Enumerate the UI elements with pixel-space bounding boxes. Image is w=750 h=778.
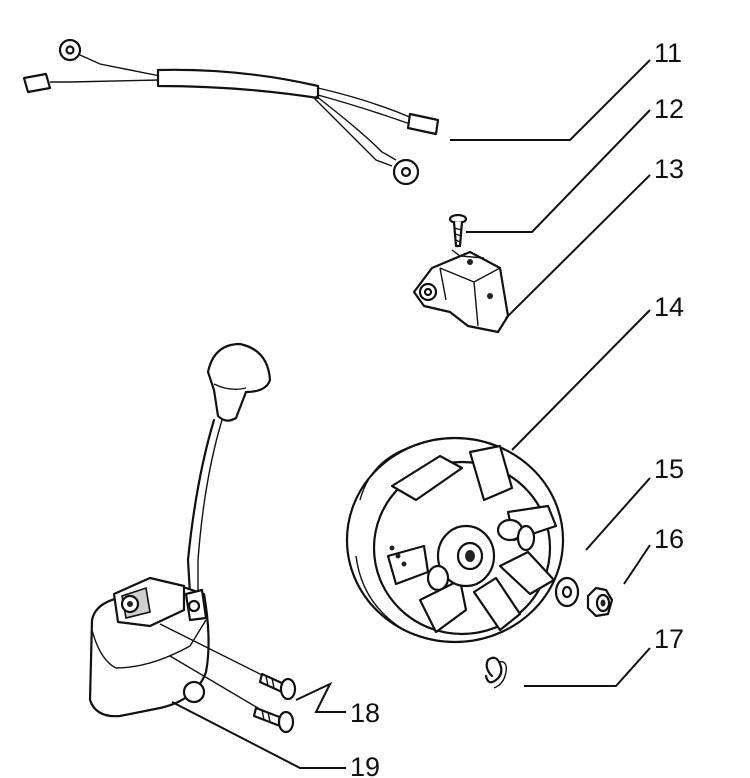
leader-line-14 [511, 309, 651, 451]
label-18: 18 [350, 698, 380, 728]
part-labels: 11 12 13 14 15 16 17 18 19 [350, 38, 684, 778]
label-12: 12 [654, 94, 684, 124]
leader-line-17 [524, 647, 651, 687]
flywheel-part [345, 436, 565, 644]
leader-line-11 [450, 59, 651, 141]
label-15: 15 [654, 454, 684, 484]
label-16: 16 [654, 524, 684, 554]
screw-part [448, 213, 468, 248]
leader-line-12 [466, 109, 651, 233]
label-17: 17 [654, 624, 684, 654]
label-13: 13 [654, 154, 684, 184]
module-bracket-part [412, 249, 510, 334]
label-11: 11 [654, 38, 682, 68]
washer-part [554, 576, 580, 608]
ignition-coil-part [88, 342, 272, 718]
leader-line-15 [585, 477, 651, 551]
spring-part [484, 656, 508, 689]
leader-line-13 [505, 174, 651, 319]
leader-line-18 [295, 681, 346, 713]
leader-line-16 [623, 544, 651, 585]
label-14: 14 [654, 292, 684, 322]
leader-line-19 [171, 701, 346, 769]
wire-harness [22, 38, 440, 186]
label-19: 19 [350, 752, 380, 778]
coil-screws-part [159, 623, 297, 734]
leader-lines [171, 59, 651, 769]
nut-part [586, 586, 614, 618]
